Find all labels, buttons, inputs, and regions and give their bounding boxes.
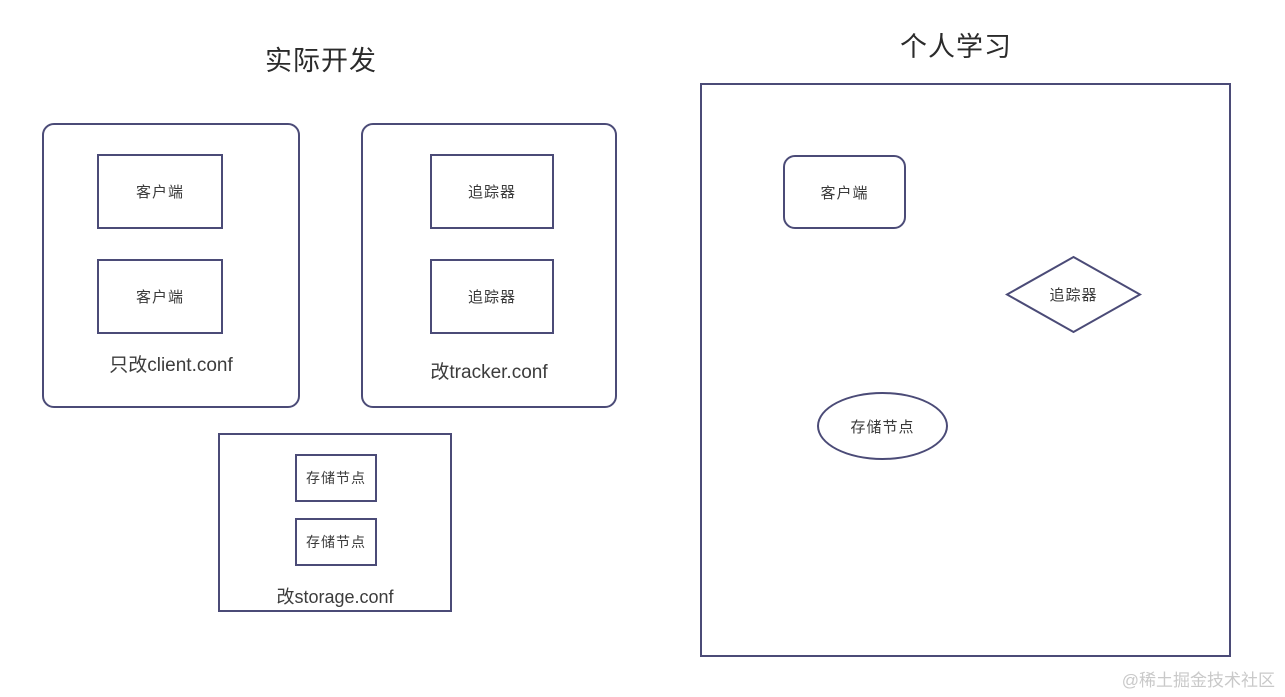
node-label: 追踪器 bbox=[1049, 287, 1098, 304]
node-storage-2[interactable]: 存储节点 bbox=[295, 518, 377, 566]
group-client-caption: 只改client.conf bbox=[109, 355, 233, 376]
node-client-2[interactable]: 客户端 bbox=[97, 259, 223, 334]
node-label: 客户端 bbox=[820, 184, 869, 202]
group-storage-conf[interactable]: 存储节点 存储节点 改storage.conf bbox=[218, 433, 452, 612]
node-tracker-diamond[interactable]: 追踪器 bbox=[1005, 255, 1142, 334]
node-label: 存储节点 bbox=[306, 534, 366, 550]
node-storage-1[interactable]: 存储节点 bbox=[295, 454, 377, 502]
node-tracker-1[interactable]: 追踪器 bbox=[430, 154, 554, 229]
node-client-1[interactable]: 客户端 bbox=[97, 154, 223, 229]
personal-study-panel[interactable]: 客户端 追踪器 存储节点 bbox=[700, 83, 1231, 657]
node-label: 客户端 bbox=[135, 184, 184, 201]
node-label: 追踪器 bbox=[467, 184, 516, 201]
group-client-conf[interactable]: 客户端 客户端 只改client.conf bbox=[42, 123, 300, 408]
node-client-rounded[interactable]: 客户端 bbox=[783, 155, 906, 229]
right-section-title: 个人学习 bbox=[900, 32, 1012, 62]
node-label: 存储节点 bbox=[306, 470, 366, 486]
group-tracker-conf[interactable]: 追踪器 追踪器 改tracker.conf bbox=[361, 123, 617, 408]
node-label: 存储节点 bbox=[850, 418, 915, 436]
diamond-shape bbox=[1005, 255, 1142, 334]
node-label: 追踪器 bbox=[467, 289, 516, 306]
watermark: @稀土掘金技术社区 bbox=[1121, 671, 1275, 690]
group-storage-caption: 改storage.conf bbox=[276, 587, 394, 607]
node-tracker-2[interactable]: 追踪器 bbox=[430, 259, 554, 334]
left-section-title: 实际开发 bbox=[265, 46, 377, 76]
group-tracker-caption: 改tracker.conf bbox=[430, 362, 548, 383]
node-storage-ellipse[interactable]: 存储节点 bbox=[817, 392, 948, 460]
node-label: 客户端 bbox=[135, 289, 184, 306]
